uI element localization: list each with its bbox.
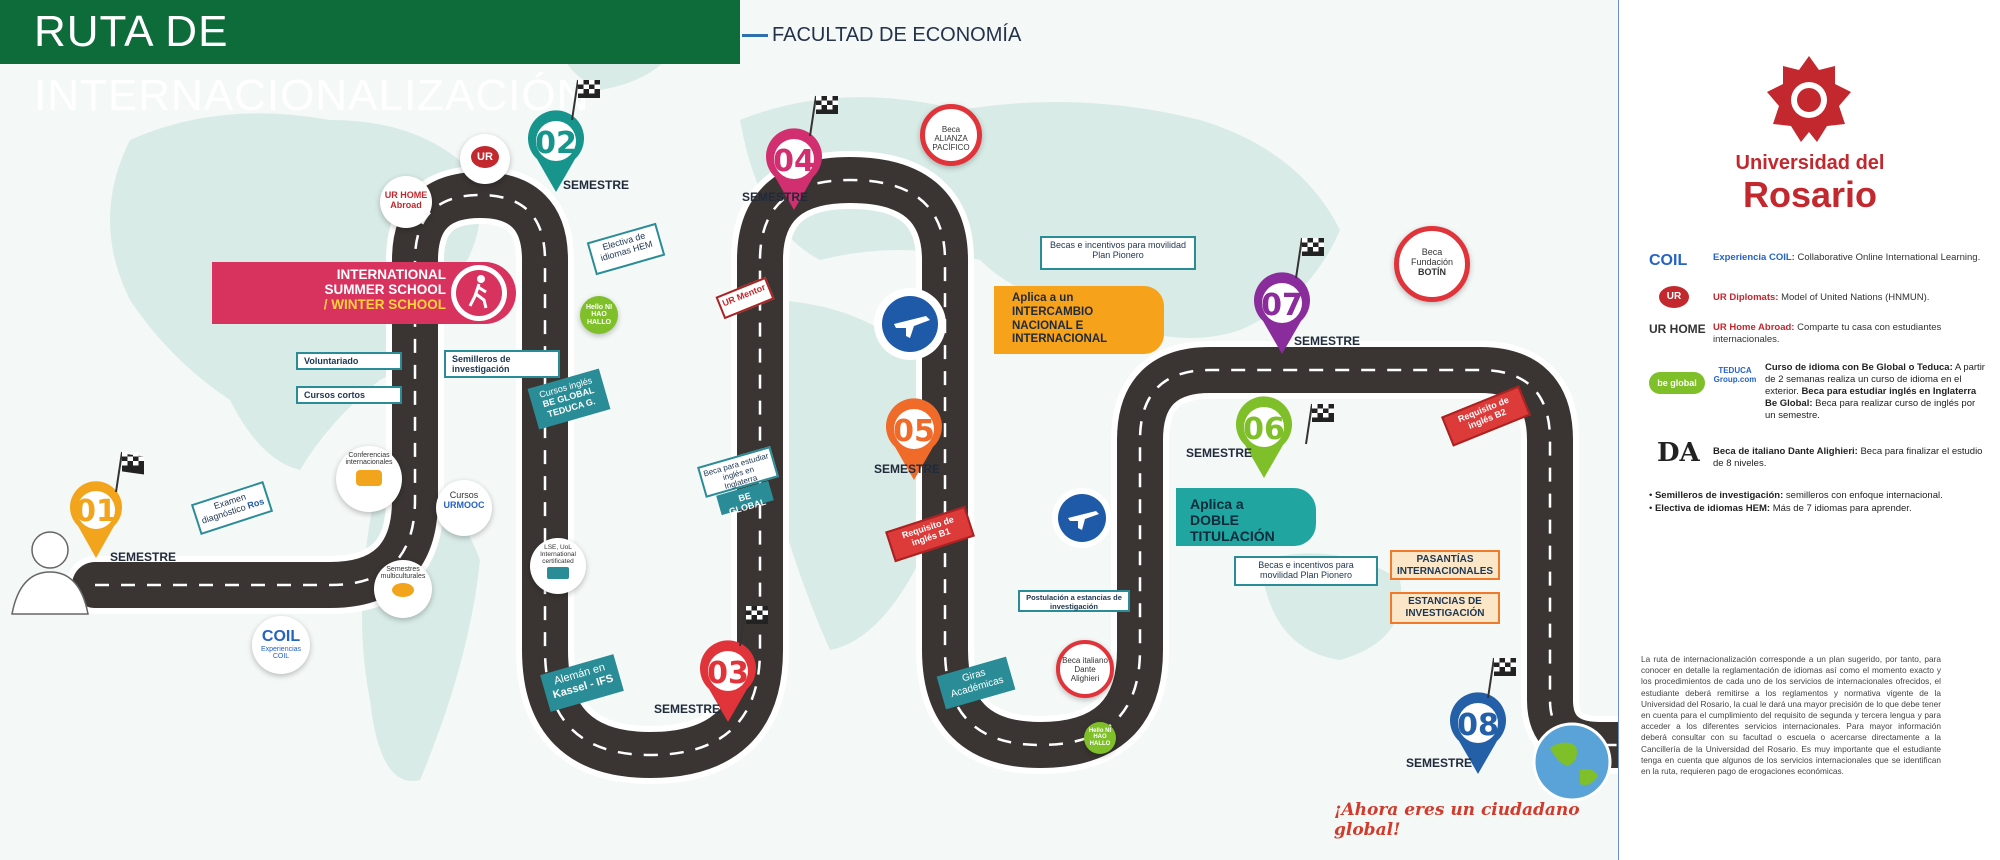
bullet-semilleros: • Semilleros de investigación: semillero… [1649, 490, 1943, 501]
pin-semester-01[interactable]: 01 [68, 480, 124, 560]
globe-icon [1532, 722, 1612, 802]
ur-home-badge[interactable]: UR HOME Abroad [380, 176, 432, 228]
coil-logo: COIL [1649, 252, 1688, 269]
ur-home-logo: UR HOME [1649, 322, 1706, 336]
pasantias-internacionales[interactable]: PASANTÍAS INTERNACIONALES [1390, 550, 1500, 580]
be-global-logo: be global [1649, 372, 1705, 394]
university-name-line1: Universidad del [1735, 152, 1885, 174]
checkered-flag-icon [739, 605, 768, 647]
legend-coil: Experiencia COIL: Collaborative Online I… [1713, 252, 1981, 263]
semester-label-05: SEMESTRE [874, 462, 941, 476]
svg-text:02: 02 [535, 126, 577, 161]
legend-panel: Universidad del Rosario COIL Experiencia… [1618, 0, 2000, 860]
footnote: La ruta de internacionalización correspo… [1641, 654, 1941, 776]
semester-label-03: SEMESTRE [654, 702, 721, 716]
bullet-electiva: • Electiva de idiomas HEM: Más de 7 idio… [1649, 503, 1912, 514]
hello-badge: Hello NI HAO HALLO [580, 296, 618, 334]
faculty-divider [742, 34, 768, 37]
pin-semester-04[interactable]: 04 [764, 128, 824, 212]
checkered-flag-icon [809, 95, 838, 137]
legend-dante: Beca de italiano Dante Alighieri: Beca p… [1713, 446, 1983, 469]
coil-badge[interactable]: COIL Experiencias COIL [252, 616, 310, 674]
pin-semester-07[interactable]: 07 [1252, 272, 1312, 356]
teduca-logo: TEDUCA Group.com [1713, 366, 1757, 384]
estancias-investigacion[interactable]: ESTANCIAS DE INVESTIGACIÓN [1390, 592, 1500, 624]
svg-text:04: 04 [773, 144, 815, 179]
route-map: RUTA DE INTERNACIONALIZACIÓN FACULTAD DE… [0, 0, 1618, 860]
checkered-flag-icon [571, 79, 600, 121]
airplane-icon [874, 288, 946, 360]
legend-be-global: Curso de idioma con Be Global o Teduca: … [1765, 362, 1985, 421]
svg-text:03: 03 [707, 656, 749, 691]
walking-person-icon [451, 265, 507, 321]
svg-text:07: 07 [1261, 288, 1303, 323]
label-voluntariado: Voluntariado [296, 352, 402, 370]
lse-badge[interactable]: LSE, UoL International certificated [530, 538, 586, 594]
svg-text:05: 05 [893, 414, 935, 449]
ur-diplomats-logo: UR [1659, 286, 1689, 308]
semester-label-08: SEMESTRE [1406, 756, 1473, 770]
beca-dante-alighieri[interactable]: Beca italiano Dante Alighieri [1056, 640, 1114, 698]
pin-semester-02[interactable]: 02 [526, 110, 586, 194]
svg-text:06: 06 [1243, 412, 1285, 447]
route-road [66, 151, 1618, 784]
semester-label-01: SEMESTRE [110, 550, 177, 564]
semester-label-06: SEMESTRE [1186, 446, 1253, 460]
pin-semester-06[interactable]: 06 [1234, 396, 1294, 480]
hello-badge-2: Hello NI HAO HALLO [1084, 722, 1116, 754]
urmooc-badge[interactable]: Cursos URMOOC [436, 480, 492, 536]
pin-semester-05[interactable]: 05 [884, 398, 944, 482]
legend-ur-home: UR Home Abroad: Comparte tu casa con est… [1713, 322, 1942, 345]
checkered-flag-icon [1305, 403, 1334, 445]
beca-alianza-pacifico[interactable]: Beca ALIANZA PACÍFICO [920, 104, 982, 166]
semester-label-07: SEMESTRE [1294, 334, 1361, 348]
sign-postulacion: Postulación a estancias de investigación [1018, 590, 1130, 612]
label-cursos-cortos: Cursos cortos [296, 386, 402, 404]
pin-semester-03[interactable]: 03 [698, 640, 758, 724]
semestres-multiculturales-badge[interactable]: Semestres multiculturales [374, 560, 432, 618]
svg-text:08: 08 [1457, 708, 1499, 743]
university-seal-icon [1767, 56, 1851, 142]
dante-alighieri-logo: DA [1657, 438, 1700, 468]
checkered-flag-icon [115, 451, 144, 493]
legend-ur-diplomats: UR Diplomats: Model of United Nations (H… [1713, 292, 1930, 303]
page-title: RUTA DE INTERNACIONALIZACIÓN [0, 0, 740, 120]
pin-semester-08[interactable]: 08 [1448, 692, 1508, 776]
svg-text:01: 01 [75, 494, 117, 529]
university-name-line2: Rosario [1742, 174, 1878, 215]
faculty-name: FACULTAD DE ECONOMÍA [772, 24, 1022, 46]
conferencias-badge[interactable]: Conferencias internacionales [336, 446, 402, 512]
student-figure [11, 531, 89, 615]
checkered-flag-icon [1295, 237, 1324, 279]
semester-label-04: SEMESTRE [742, 190, 809, 204]
label-semilleros: Semilleros de investigación [444, 350, 560, 378]
sign-becas-movilidad: Becas e incentivos para movilidad Plan P… [1040, 236, 1196, 270]
checkered-flag-icon [1487, 657, 1516, 699]
sign-becas-movilidad-2: Becas e incentivos para movilidad Plan P… [1234, 556, 1378, 586]
ur-diplomats-badge[interactable]: UR [460, 134, 510, 184]
airplane-icon [1052, 488, 1112, 548]
semester-label-02: SEMESTRE [563, 178, 630, 192]
global-citizen-text: ¡Ahora eres un ciudadano global! [1334, 800, 1580, 840]
